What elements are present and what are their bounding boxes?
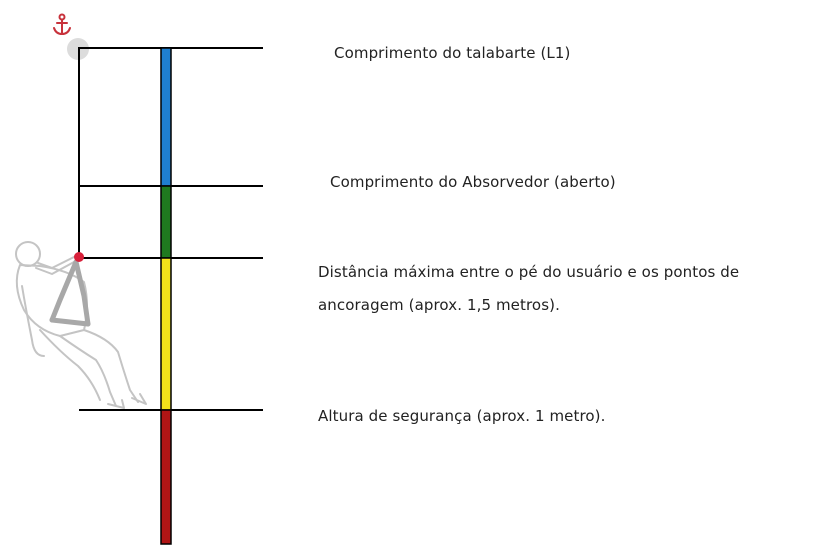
measurement-bars (160, 47, 172, 545)
label-absorber-length: Comprimento do Absorvedor (aberto) (330, 173, 616, 191)
anchor-icon (53, 13, 71, 36)
label-max-distance: Distância máxima entre o pé do usuário e… (318, 263, 740, 314)
bar-lanyard (160, 47, 172, 187)
attachment-point (74, 252, 84, 262)
label-safety-height: Altura de segurança (aprox. 1 metro). (318, 407, 606, 425)
label-lanyard-length: Comprimento do talabarte (L1) (334, 44, 571, 62)
harness (49, 259, 91, 327)
bar-absorber (160, 185, 172, 259)
bar-safety (160, 409, 172, 545)
bar-distance (160, 257, 172, 411)
